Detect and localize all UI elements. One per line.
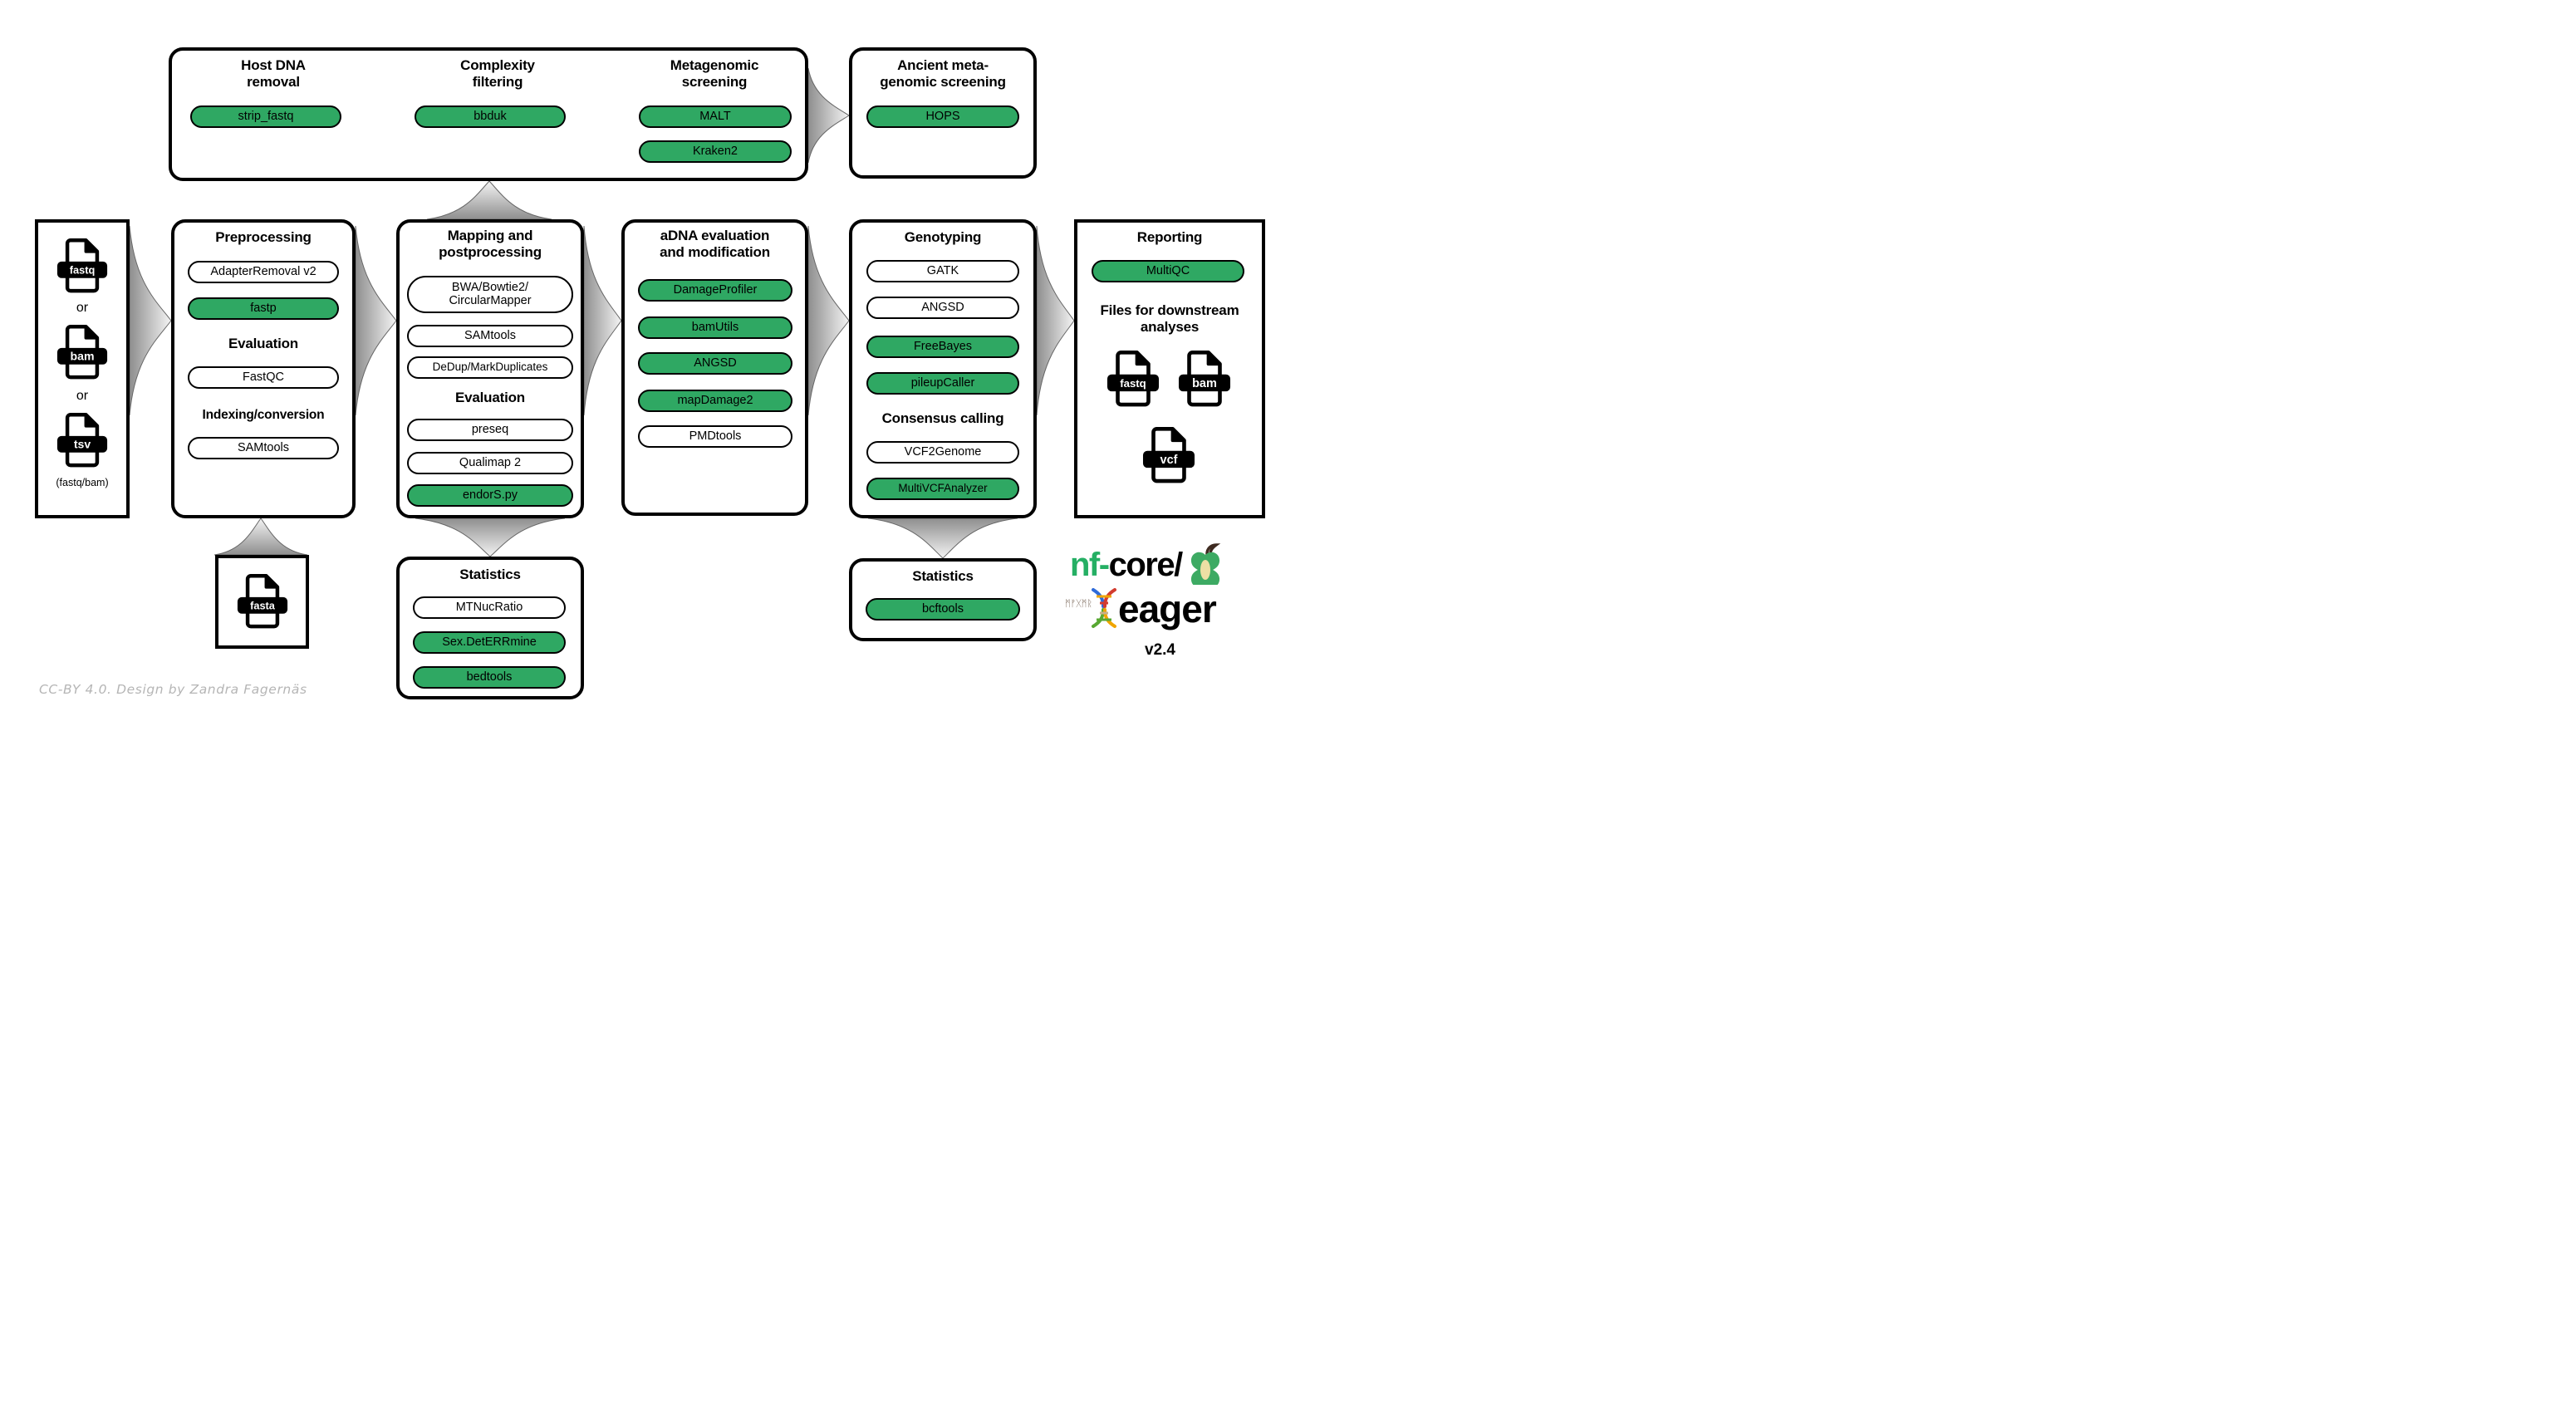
box-title: Mapping and postprocessing bbox=[439, 228, 542, 260]
tool-pill-multiqc: MultiQC bbox=[1092, 260, 1244, 282]
bam-file-icon: bam bbox=[1178, 351, 1231, 407]
dna-helix-icon: ᛗᚠᚷᛗᚱ bbox=[1065, 588, 1116, 628]
arrow-mapping-to-adna bbox=[583, 225, 622, 416]
genotyping-box: Genotyping GATK ANGSD FreeBayes pileupCa… bbox=[849, 219, 1037, 518]
box-title: aDNA evaluation and modification bbox=[660, 228, 770, 260]
arrow-genotyping-to-statistics bbox=[867, 518, 1018, 559]
tool-pill-mapdamage2: mapDamage2 bbox=[638, 390, 792, 412]
mapping-box: Mapping and postprocessing BWA/Bowtie2/ … bbox=[396, 219, 584, 518]
tool-pill-samtools: SAMtools bbox=[407, 325, 573, 347]
arrow-adna-to-genotyping bbox=[807, 225, 850, 416]
section-title-evaluation: Evaluation bbox=[455, 390, 525, 405]
preprocessing-box: Preprocessing AdapterRemoval v2 fastp Ev… bbox=[171, 219, 356, 518]
ancient-screening-box: Ancient meta- genomic screening HOPS bbox=[849, 47, 1037, 179]
tool-pill-hops: HOPS bbox=[866, 105, 1019, 128]
box-title: Genotyping bbox=[904, 229, 982, 245]
section-title-indexing: Indexing/conversion bbox=[202, 408, 325, 422]
tool-pill-multivcfanalyzer: MultiVCFAnalyzer bbox=[866, 478, 1019, 500]
arrow-preprocessing-to-mapping bbox=[355, 225, 397, 416]
tool-pill-pmdtools: PMDtools bbox=[638, 425, 792, 448]
arrow-screening-to-ancient bbox=[807, 67, 850, 164]
adna-box: aDNA evaluation and modification DamageP… bbox=[621, 219, 808, 516]
box-title: Reporting bbox=[1136, 229, 1203, 245]
tool-pill-gatk: GATK bbox=[866, 260, 1019, 282]
statistics-mapping-box: Statistics MTNucRatio Sex.DetERRmine bed… bbox=[396, 557, 584, 699]
tool-pill-samtools: SAMtools bbox=[188, 437, 339, 459]
tool-pill-bwa-bowtie2-circularmapper: BWA/Bowtie2/ CircularMapper bbox=[407, 276, 573, 313]
fastq-file-icon: fastq bbox=[56, 238, 108, 293]
fastq-file-icon: fastq bbox=[1106, 351, 1160, 407]
section-title-consensus-calling: Consensus calling bbox=[881, 410, 1004, 426]
tool-pill-kraken2: Kraken2 bbox=[639, 140, 792, 163]
tool-pill-vcf2genome: VCF2Genome bbox=[866, 441, 1019, 464]
tool-pill-bbduk: bbduk bbox=[415, 105, 566, 128]
tool-pill-angsd: ANGSD bbox=[638, 352, 792, 375]
fasta-box: fasta bbox=[215, 555, 309, 649]
svg-text:ᛗᚠᚷᛗᚱ: ᛗᚠᚷᛗᚱ bbox=[1065, 599, 1092, 609]
logo-core-text: core/ bbox=[1108, 547, 1184, 583]
box-title: Statistics bbox=[459, 567, 521, 582]
section-title-evaluation: Evaluation bbox=[228, 336, 298, 351]
arrow-fasta-to-preprocessing bbox=[213, 518, 308, 556]
tool-pill-damageprofiler: DamageProfiler bbox=[638, 279, 792, 302]
fasta-file-icon: fasta bbox=[237, 574, 288, 629]
box-title: Preprocessing bbox=[215, 229, 312, 245]
tsv-caption: (fastq/bam) bbox=[56, 477, 109, 488]
section-title: Host DNA removal bbox=[241, 57, 306, 90]
tsv-file-icon: tsv bbox=[56, 413, 108, 468]
tool-pill-angsd: ANGSD bbox=[866, 297, 1019, 319]
svg-text:fasta: fasta bbox=[250, 600, 276, 612]
arrow-mapping-to-screening bbox=[426, 180, 552, 220]
logo-version: v2.4 bbox=[1145, 641, 1175, 659]
bam-file-icon: bam bbox=[56, 325, 108, 380]
svg-text:vcf: vcf bbox=[1160, 454, 1178, 467]
credit-text: CC-BY 4.0. Design by Zandra Fagernäs bbox=[39, 682, 307, 697]
pipeline-diagram: Host DNA removal strip_fastq Complexity … bbox=[0, 0, 1288, 701]
tool-pill-bedtools: bedtools bbox=[413, 666, 566, 689]
reporting-box: Reporting MultiQC Files for downstream a… bbox=[1074, 219, 1265, 518]
section-title-downstream-files: Files for downstream analyses bbox=[1100, 302, 1239, 335]
statistics-genotyping-box: Statistics bcftools bbox=[849, 558, 1037, 641]
tool-pill-strip-fastq: strip_fastq bbox=[190, 105, 341, 128]
logo-nf-text: nf bbox=[1070, 547, 1100, 583]
section-title: Complexity filtering bbox=[460, 57, 535, 90]
nf-core-eager-logo: nf-core/ ᛗᚠᚷᛗᚱ eager v2.4 bbox=[1065, 543, 1278, 673]
svg-text:fastq: fastq bbox=[70, 264, 96, 277]
flow-arrows bbox=[129, 67, 1075, 559]
or-label: or bbox=[76, 301, 89, 315]
tool-pill-endors-py: endorS.py bbox=[407, 484, 573, 507]
tool-pill-fastqc: FastQC bbox=[188, 366, 339, 389]
box-title: Statistics bbox=[912, 568, 974, 584]
or-label: or bbox=[76, 389, 89, 403]
arrow-genotyping-to-reporting bbox=[1036, 225, 1075, 416]
tool-pill-malt: MALT bbox=[639, 105, 792, 128]
tool-pill-preseq: preseq bbox=[407, 419, 573, 441]
tool-pill-sexdeterrmine: Sex.DetERRmine bbox=[413, 631, 566, 654]
box-title: Ancient meta- genomic screening bbox=[880, 57, 1006, 90]
svg-text:tsv: tsv bbox=[74, 438, 91, 451]
tool-pill-dedup-markduplicates: DeDup/MarkDuplicates bbox=[407, 356, 573, 379]
tool-pill-qualimap2: Qualimap 2 bbox=[407, 452, 573, 474]
tool-pill-bamutils: bamUtils bbox=[638, 316, 792, 339]
svg-text:fastq: fastq bbox=[1120, 377, 1146, 390]
svg-text:bam: bam bbox=[71, 350, 95, 363]
logo-dash: - bbox=[1098, 547, 1110, 583]
tool-pill-pileupcaller: pileupCaller bbox=[866, 372, 1019, 395]
svg-text:bam: bam bbox=[1192, 377, 1217, 390]
input-files-box: fastq or bam or tsv (fastq/bam) bbox=[35, 219, 130, 518]
vcf-file-icon: vcf bbox=[1142, 427, 1195, 483]
tool-pill-fastp: fastp bbox=[188, 297, 339, 320]
arrow-input-to-preprocessing bbox=[129, 225, 172, 416]
tool-pill-adapterremoval: AdapterRemoval v2 bbox=[188, 261, 339, 283]
tool-pill-mtnucratio: MTNucRatio bbox=[413, 596, 566, 619]
screening-box: Host DNA removal strip_fastq Complexity … bbox=[169, 47, 808, 181]
apple-core-icon bbox=[1190, 543, 1220, 585]
tool-pill-freebayes: FreeBayes bbox=[866, 336, 1019, 358]
tool-pill-bcftools: bcftools bbox=[866, 598, 1020, 621]
section-title: Metagenomic screening bbox=[670, 57, 759, 90]
logo-brand-line: nf-core/ bbox=[1070, 543, 1278, 585]
logo-eager-text: eager bbox=[1118, 587, 1217, 630]
arrow-mapping-to-statistics bbox=[415, 518, 566, 557]
